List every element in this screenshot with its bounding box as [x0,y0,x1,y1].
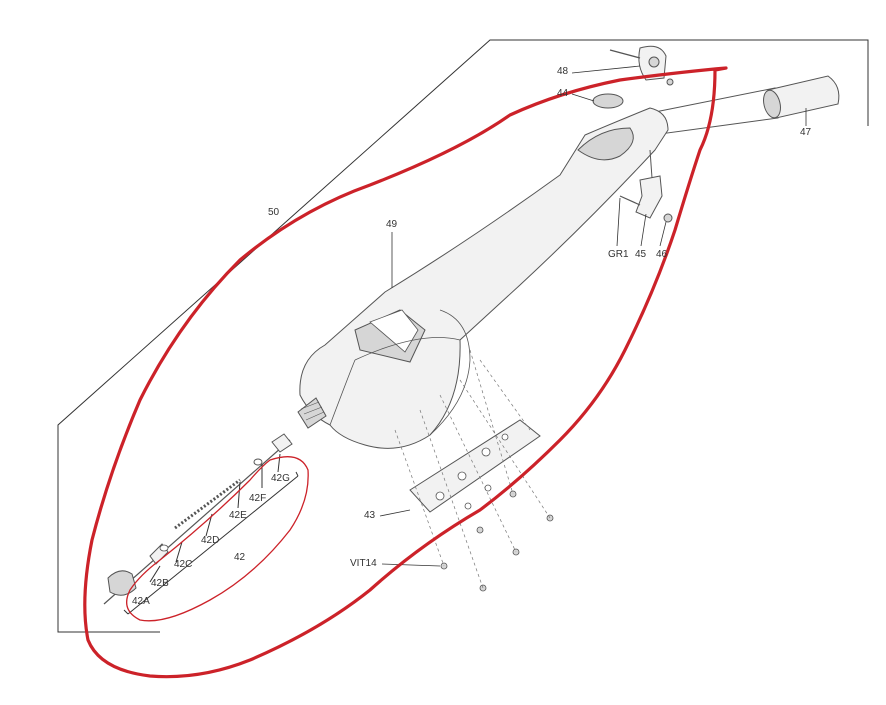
label-48: 48 [557,66,569,77]
red-annotation-outer-loop [83,66,728,679]
screw-46 [663,213,673,223]
valve-assembly-42 [103,433,293,605]
trigger-lever-45 [635,149,663,219]
fasteners-VIT14 [440,490,554,592]
label-43: 43 [364,510,376,521]
plate-holes [435,433,509,510]
label-42E: 42E [229,510,247,521]
spring-pin-GR1 [619,195,641,206]
label-42B: 42B [151,578,169,589]
trigger-bracket-48 [609,45,674,86]
red-annotation-inner-loop [126,456,309,622]
cap-44 [592,93,624,109]
label-42D: 42D [201,535,220,546]
label-42C: 42C [174,559,193,570]
label-45: 45 [635,249,647,260]
threaded-nozzle [297,397,327,429]
label-42A: 42A [132,596,150,607]
grip-tube-47 [654,75,840,135]
label-VIT14: VIT14 [350,558,377,569]
label-42F: 42F [249,493,267,504]
base-plate-43 [409,419,541,513]
label-47: 47 [800,127,812,138]
assembly-guide-lines [394,349,551,589]
sub-assembly-brackets [123,453,299,615]
label-46: 46 [656,249,668,260]
label-49: 49 [386,219,398,230]
label-42: 42 [234,552,246,563]
leader-lines [379,65,807,567]
label-44: 44 [557,88,569,99]
label-GR1: GR1 [608,249,629,260]
label-42G: 42G [271,473,290,484]
handle-body-49 [299,107,669,449]
label-50: 50 [268,207,280,218]
